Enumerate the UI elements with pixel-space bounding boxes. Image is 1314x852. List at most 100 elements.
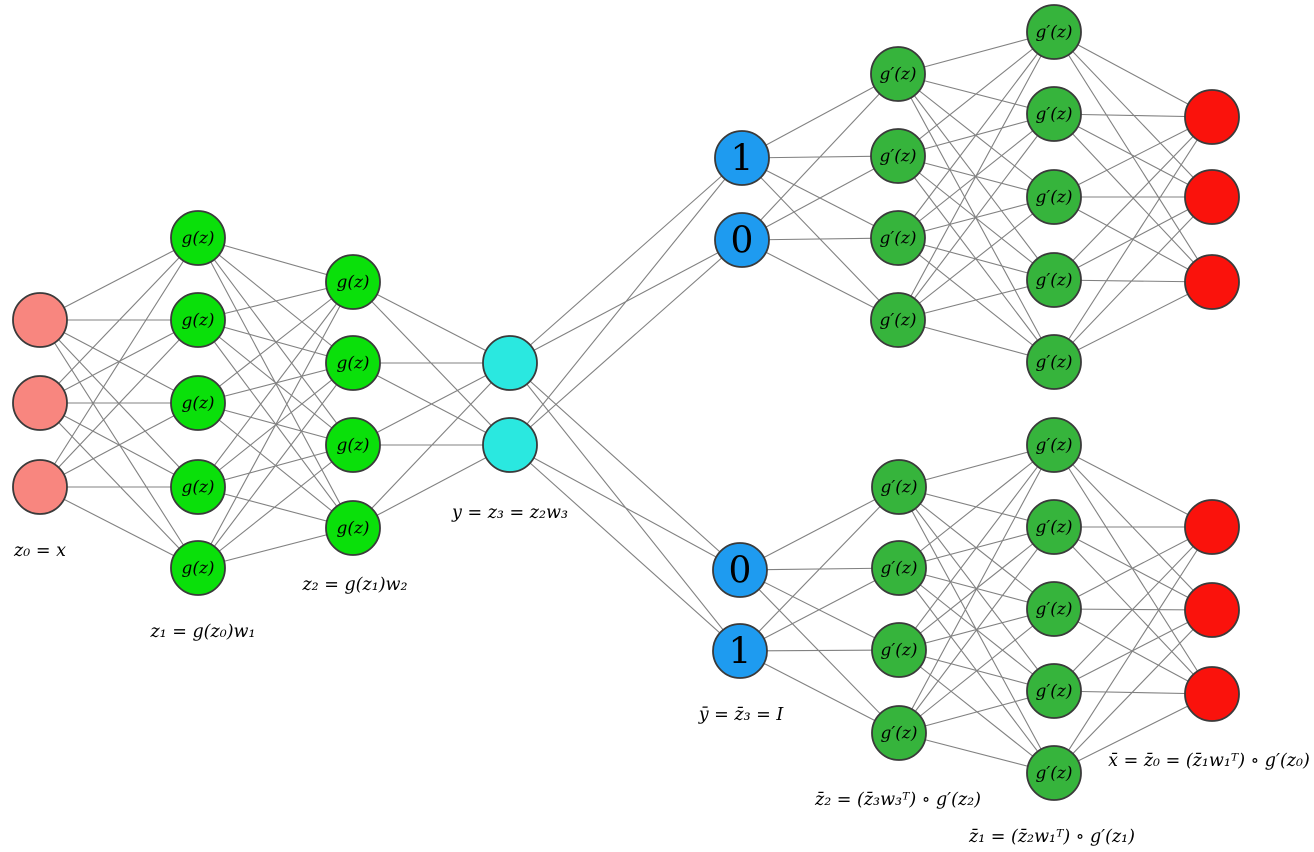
node-target-bottom-0	[712, 542, 768, 598]
edge-output-to-target-top	[509, 157, 743, 364]
edge-input-to-hidden1	[39, 319, 199, 488]
formula-y: y = z₃ = z₂w₃	[451, 503, 568, 523]
node-grad-bottom-0	[1184, 499, 1240, 555]
edge-back2-top-to-grad-top	[1053, 31, 1213, 118]
edge-output-to-target-top	[509, 157, 743, 446]
node-hidden2-0	[325, 254, 381, 310]
edge-back2-bottom-to-grad-bottom	[1053, 444, 1213, 695]
edge-target-top-to-back1-top	[741, 73, 899, 159]
node-label-hidden2-1: g(z)	[336, 354, 369, 374]
formula-ybar: ȳ = z̄₃ = I	[698, 705, 785, 725]
node-label-back2-bottom-0: g′(z)	[1036, 436, 1073, 456]
node-input-1	[12, 375, 68, 431]
nodes-layer: g(z)g(z)g(z)g(z)g(z)g(z)g(z)g(z)g(z)10g′…	[12, 4, 1240, 801]
node-label-back1-bottom-2: g′(z)	[881, 641, 918, 661]
node-label-hidden2-2: g(z)	[336, 436, 369, 456]
node-back2-top-0	[1026, 4, 1082, 60]
edge-target-top-to-back1-top	[741, 155, 899, 241]
edge-hidden2-to-output	[352, 444, 511, 529]
node-hidden2-2	[325, 417, 381, 473]
edge-hidden1-to-hidden2	[197, 362, 354, 569]
node-hidden1-3	[170, 459, 226, 515]
edge-target-top-to-back1-top	[741, 73, 899, 241]
node-back1-bottom-0	[871, 459, 927, 515]
node-label-target-top-0: 1	[731, 139, 754, 180]
node-back1-top-2	[870, 210, 926, 266]
node-hidden2-3	[325, 500, 381, 556]
edge-back2-bottom-to-grad-bottom	[1053, 526, 1213, 774]
node-back2-top-2	[1026, 169, 1082, 225]
node-label-back2-top-0: g′(z)	[1036, 23, 1073, 43]
node-hidden2-1	[325, 335, 381, 391]
node-label-back1-bottom-3: g′(z)	[881, 724, 918, 744]
node-label-back1-bottom-0: g′(z)	[881, 478, 918, 498]
node-label-back2-bottom-2: g′(z)	[1036, 600, 1073, 620]
edge-back1-top-to-back2-top	[897, 196, 1055, 321]
node-label-hidden2-0: g(z)	[336, 273, 369, 293]
edge-back2-bottom-to-grad-bottom	[1053, 526, 1213, 692]
edge-hidden1-to-hidden2	[197, 281, 354, 569]
edge-input-to-hidden1	[39, 237, 199, 488]
edge-back2-top-to-grad-top	[1053, 196, 1213, 363]
node-grad-bottom-2	[1184, 666, 1240, 722]
node-output-1	[482, 417, 538, 473]
node-grad-bottom-1	[1184, 582, 1240, 638]
node-grad-top-2	[1184, 254, 1240, 310]
node-hidden1-0	[170, 210, 226, 266]
formula-z2bar: z̄₂ = (z̄₃w₃ᵀ) ∘ g′(z₂)	[814, 790, 981, 810]
formula-z1bar: z̄₁ = (z̄₂w₁ᵀ) ∘ g′(z₁)	[968, 827, 1135, 847]
edge-back1-top-to-back2-top	[897, 113, 1055, 321]
edge-target-bottom-to-back1-bottom	[739, 486, 900, 652]
edge-back2-bottom-to-grad-bottom	[1053, 693, 1213, 774]
node-input-0	[12, 292, 68, 348]
node-back2-bottom-4	[1026, 745, 1082, 801]
node-label-hidden1-1: g(z)	[181, 311, 214, 331]
node-grad-top-0	[1184, 89, 1240, 145]
node-back1-top-3	[870, 292, 926, 348]
edge-back1-top-to-back2-top	[897, 31, 1055, 157]
node-label-target-bottom-1: 1	[729, 632, 752, 673]
node-label-hidden1-2: g(z)	[181, 394, 214, 414]
edge-input-to-hidden1	[39, 237, 199, 321]
edge-back1-top-to-back2-top	[897, 31, 1055, 321]
edge-back1-bottom-to-back2-bottom	[898, 526, 1055, 734]
node-back1-bottom-1	[871, 540, 927, 596]
node-back1-bottom-3	[871, 705, 927, 761]
edge-back2-top-to-grad-top	[1053, 116, 1213, 198]
edge-hidden1-to-hidden2	[197, 281, 354, 404]
node-label-back1-top-0: g′(z)	[880, 65, 917, 85]
edge-hidden2-to-output	[352, 281, 511, 364]
edge-back2-top-to-grad-top	[1053, 31, 1213, 198]
edge-input-to-hidden1	[39, 402, 199, 488]
node-label-target-bottom-0: 0	[729, 551, 752, 592]
formula-z1: z₁ = g(z₀)w₁	[149, 622, 255, 642]
edge-back1-bottom-to-back2-bottom	[898, 608, 1055, 734]
node-label-back2-top-3: g′(z)	[1036, 271, 1073, 291]
edge-back2-bottom-to-grad-bottom	[1053, 608, 1213, 695]
node-target-top-0	[714, 130, 770, 186]
node-target-top-1	[714, 212, 770, 268]
node-output-0	[482, 335, 538, 391]
node-back2-bottom-2	[1026, 581, 1082, 637]
node-label-back1-top-1: g′(z)	[880, 147, 917, 167]
node-hidden1-2	[170, 375, 226, 431]
node-label-back1-bottom-1: g′(z)	[881, 559, 918, 579]
edges-layer	[39, 31, 1213, 774]
edge-input-to-hidden1	[39, 237, 199, 404]
node-back2-bottom-1	[1026, 499, 1082, 555]
edge-target-bottom-to-back1-bottom	[739, 569, 900, 734]
edge-back2-top-to-grad-top	[1053, 113, 1213, 198]
edge-output-to-target-bottom	[509, 362, 741, 571]
node-label-hidden2-3: g(z)	[336, 519, 369, 539]
edge-output-to-target-bottom	[509, 444, 741, 652]
node-back2-top-1	[1026, 86, 1082, 142]
node-label-back2-top-2: g′(z)	[1036, 188, 1073, 208]
edge-back1-bottom-to-back2-bottom	[898, 444, 1055, 569]
edge-hidden1-to-hidden2	[197, 281, 354, 488]
edge-back2-bottom-to-grad-bottom	[1053, 526, 1213, 610]
edge-input-to-hidden1	[39, 402, 199, 569]
edge-output-to-target-bottom	[509, 444, 741, 571]
